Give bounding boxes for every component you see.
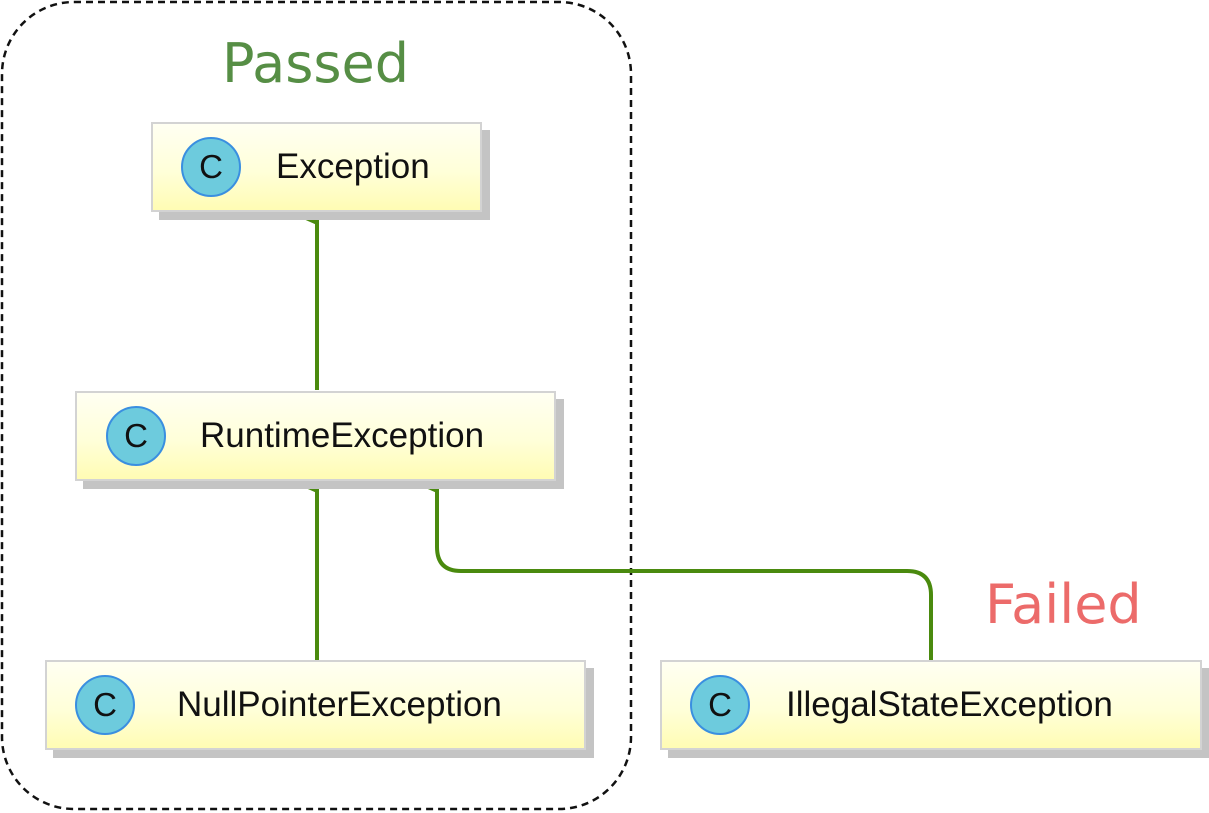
class-name: RuntimeException (200, 416, 485, 455)
class-icon: C (181, 137, 241, 197)
class-node-runtimeexception[interactable]: C RuntimeException (75, 391, 556, 481)
edge-illegalstateexception-to-runtimeexception (412, 471, 933, 660)
class-name: IllegalStateException (786, 685, 1113, 724)
class-name: NullPointerException (177, 685, 502, 724)
class-name: Exception (276, 147, 430, 186)
class-icon: C (690, 675, 750, 735)
class-icon: C (106, 406, 166, 466)
passed-group-border (0, 0, 633, 811)
class-node-nullpointerexception[interactable]: C NullPointerException (45, 660, 586, 750)
failed-group-label: Failed (985, 573, 1142, 636)
class-icon: C (75, 675, 135, 735)
class-node-illegalstateexception[interactable]: C IllegalStateException (660, 660, 1202, 750)
class-node-exception[interactable]: C Exception (151, 122, 482, 212)
passed-group-label: Passed (222, 32, 409, 95)
